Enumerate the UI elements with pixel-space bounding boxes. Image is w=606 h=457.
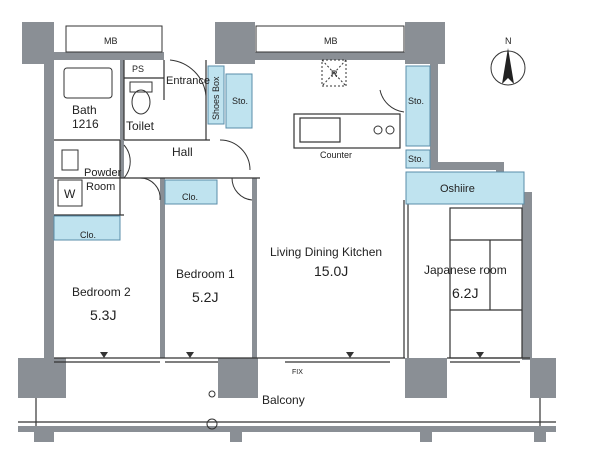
column-bottom-right	[405, 358, 447, 398]
wall-top-left	[54, 52, 164, 60]
wall-top-right	[255, 52, 405, 60]
toilet-bowl	[131, 89, 151, 115]
bedroom1-size-label: 5.2J	[192, 289, 218, 305]
hall-label: Hall	[172, 145, 193, 159]
toilet-label: Toilet	[126, 119, 155, 133]
wall-left	[44, 60, 54, 360]
washer-label: W	[64, 187, 76, 201]
sto-entry-area	[225, 73, 253, 129]
washer-box	[57, 179, 83, 207]
column-top-right	[405, 22, 445, 64]
sink	[61, 149, 79, 171]
stove-burner-icon	[385, 125, 395, 135]
sto-right-small-label: Sto.	[408, 154, 424, 164]
balcony-foot	[420, 432, 432, 442]
column-bottom-left	[18, 358, 66, 398]
wall-right-step	[438, 162, 496, 170]
bedroom2-label: Bedroom 2	[72, 285, 131, 299]
oshiire-area	[405, 171, 525, 205]
stove-burner-icon	[373, 125, 383, 135]
fridge-label: R	[331, 69, 338, 79]
bedroom2-size-label: 5.3J	[90, 307, 116, 323]
wall-bath-hall	[120, 60, 124, 178]
column-top-left	[22, 22, 54, 64]
sto-entry-label: Sto.	[232, 96, 248, 106]
column-bottom-far-right	[530, 358, 556, 398]
powder-room-label: Room	[86, 181, 115, 193]
wall-bed1-ldk	[252, 178, 257, 358]
fridge-space	[321, 59, 347, 87]
interior-lines	[18, 60, 556, 426]
entrance-label: Entrance	[166, 75, 210, 87]
powder-label: Powder	[84, 167, 122, 179]
bath-size-label: 1216	[72, 117, 99, 131]
sto-right-top-label: Sto.	[408, 96, 424, 106]
balcony-foot	[34, 432, 54, 442]
storage-areas	[53, 65, 525, 241]
fix-label: FIX	[292, 369, 303, 376]
closet-bed2-area	[53, 215, 121, 241]
ldk-size-label: 15.0J	[314, 263, 348, 279]
balcony-foot	[230, 432, 242, 442]
mb-left-box	[65, 25, 163, 53]
japanese-room-label: Japanese room	[424, 263, 507, 277]
bath-label: Bath	[72, 103, 97, 117]
shoes-box-area	[207, 65, 225, 125]
wall-right-upper	[430, 60, 438, 170]
column-top-middle	[215, 22, 255, 64]
mb-right-box	[255, 25, 405, 53]
ps-label: PS	[132, 64, 144, 74]
toilet-tank	[129, 81, 153, 93]
oshiire-label: Oshiire	[440, 183, 475, 195]
kitchen-counter-box	[293, 113, 401, 149]
shoes-box-label: Shoes Box	[211, 76, 221, 120]
sto-right-small-area	[405, 149, 431, 169]
compass-north-label: N	[505, 36, 512, 46]
japanese-room-size-label: 6.2J	[452, 285, 478, 301]
compass-icon	[490, 48, 526, 86]
fixtures	[57, 59, 395, 430]
sto-right-top-area	[405, 65, 431, 147]
closet-bed1-area	[164, 179, 218, 205]
bathtub	[63, 67, 113, 99]
door-swings	[123, 59, 405, 201]
closet-bed1-label: Clo.	[182, 192, 198, 202]
wall-bed1-bed2	[160, 178, 165, 358]
wall-right	[522, 192, 532, 360]
ldk-label: Living Dining Kitchen	[270, 245, 382, 259]
bedroom1-label: Bedroom 1	[176, 267, 235, 281]
mb-left-label: MB	[104, 36, 118, 46]
mb-boxes	[65, 25, 405, 53]
balcony-drain-icon	[206, 418, 218, 430]
counter-label: Counter	[320, 150, 352, 160]
drain-icon	[208, 390, 216, 398]
mb-right-label: MB	[324, 36, 338, 46]
balcony-label: Balcony	[262, 393, 305, 407]
balcony-base	[18, 426, 556, 432]
window-markers	[100, 352, 484, 358]
balcony-foot	[534, 432, 546, 442]
column-bottom-mid	[218, 358, 258, 398]
closet-bed2-label: Clo.	[80, 230, 96, 240]
